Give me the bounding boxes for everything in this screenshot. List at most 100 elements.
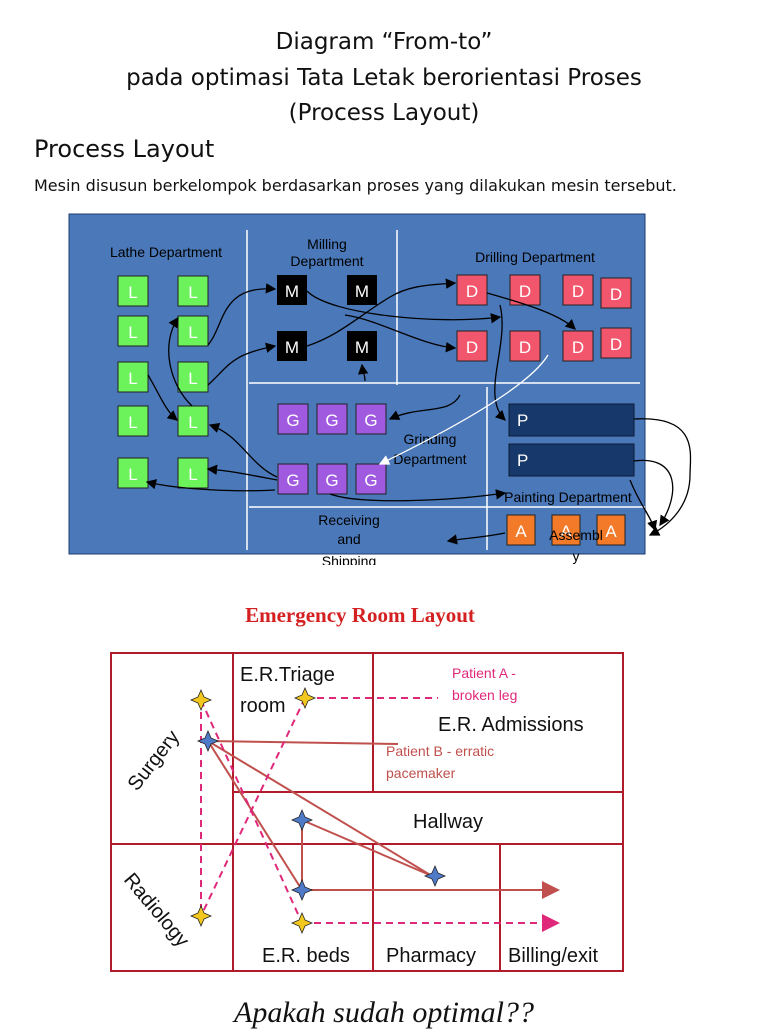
- drilling-machine: [456, 330, 488, 362]
- lathe-label: L: [188, 323, 197, 342]
- lathe-machine: [117, 405, 149, 437]
- room-billing: Billing/exit: [508, 945, 598, 967]
- flow-arrow: [633, 418, 692, 536]
- receiving-label-3: Shipping: [322, 553, 377, 565]
- milling-machine: [277, 331, 307, 361]
- grinding-label: G: [364, 471, 377, 490]
- room-beds: E.R. beds: [262, 945, 350, 967]
- assembly-machine: [596, 514, 626, 546]
- milling-label: M: [355, 338, 369, 357]
- flow-arrow: [388, 394, 461, 420]
- process-layout-diagram: Lathe Department Milling Department Dril…: [68, 213, 692, 565]
- drilling-machine: [600, 327, 632, 359]
- flow-arrow: [168, 316, 193, 407]
- factory-floor: [68, 213, 646, 555]
- lathe-machine: [117, 275, 149, 307]
- room-admissions: E.R. Admissions: [438, 714, 584, 736]
- grinding-label: G: [286, 471, 299, 490]
- assembly-label-2: y: [573, 548, 580, 564]
- receiving-label-1: Receiving: [318, 512, 379, 528]
- stop-marker-blue: [290, 808, 314, 832]
- drilling-machine: [509, 274, 541, 306]
- grinding-machine: [355, 463, 387, 495]
- patient-a-path: [200, 697, 560, 932]
- room-hallway: Hallway: [413, 811, 483, 833]
- stop-marker-blue: [196, 729, 220, 753]
- flow-arrow: [344, 314, 457, 353]
- lathe-machine: [117, 457, 149, 489]
- drilling-label: D: [519, 282, 531, 301]
- grinding-machine: [355, 403, 387, 435]
- painting-label: P: [517, 411, 528, 430]
- flow-arrow: [629, 479, 658, 532]
- lathe-label: L: [128, 465, 137, 484]
- assembly-label: A: [560, 522, 572, 541]
- lathe-label: L: [188, 283, 197, 302]
- milling-label: M: [285, 282, 299, 301]
- drilling-label: D: [466, 282, 478, 301]
- drilling-label: D: [572, 282, 584, 301]
- flow-arrow: [147, 374, 178, 421]
- grinding-label-2: Department: [393, 451, 466, 467]
- patient-b-label-2: pacemaker: [386, 765, 456, 781]
- milling-machine: [347, 275, 377, 305]
- er-walls: [110, 652, 624, 972]
- flow-arrows: [145, 278, 692, 545]
- assembly-machine: [551, 514, 581, 546]
- grinding-machine: [316, 403, 348, 435]
- room-radiology: Radiology: [119, 869, 193, 951]
- title-line-3: (Process Layout): [288, 100, 480, 126]
- flow-arrow: [486, 292, 576, 330]
- dividers: [246, 230, 645, 550]
- grinding-label: G: [325, 411, 338, 430]
- room-surgery: Surgery: [124, 726, 184, 795]
- grinding-machine: [316, 463, 348, 495]
- stop-marker-yellow: [293, 686, 317, 710]
- lathe-label: L: [128, 323, 137, 342]
- assembly-label: A: [515, 522, 527, 541]
- stop-marker-blue: [290, 878, 314, 902]
- drilling-machine: [562, 330, 594, 362]
- drilling-machine: [562, 274, 594, 306]
- flow-arrow: [357, 363, 369, 382]
- drilling-machine: [600, 277, 632, 309]
- flow-arrow: [633, 459, 674, 527]
- milling-label-2: Department: [290, 253, 363, 269]
- room-triage-2: room: [240, 695, 286, 717]
- flow-arrow: [446, 532, 506, 545]
- lathe-machine: [177, 315, 209, 347]
- stop-marker-yellow: [290, 911, 314, 935]
- section-heading: Process Layout: [34, 135, 215, 163]
- lathe-label: L: [188, 369, 197, 388]
- grinding-machine: [277, 463, 309, 495]
- patient-a-label-2: broken leg: [452, 687, 517, 703]
- milling-label: M: [355, 282, 369, 301]
- lathe-machine: [117, 361, 149, 393]
- patient-b-path: [207, 740, 560, 899]
- drilling-label: D: [519, 338, 531, 357]
- lathe-machine: [177, 405, 209, 437]
- footer-question: Apakah sudah optimal??: [234, 996, 534, 1029]
- flow-arrow: [306, 278, 457, 347]
- stop-marker-blue: [423, 864, 447, 888]
- patient-b-label-1: Patient B - erratic: [386, 743, 494, 759]
- er-layout-title: Emergency Room Layout: [245, 603, 475, 627]
- assembly-machines: [506, 514, 626, 546]
- drilling-machine: [509, 330, 541, 362]
- milling-label-1: Milling: [307, 236, 347, 252]
- lathe-department-label: Lathe Department: [110, 244, 222, 260]
- milling-machine: [347, 331, 377, 361]
- drilling-label: D: [466, 338, 478, 357]
- flow-arrow: [207, 342, 277, 386]
- title-line-2: pada optimasi Tata Letak berorientasi Pr…: [126, 65, 642, 91]
- grinding-machines: [277, 403, 387, 495]
- painting-label: P: [517, 451, 528, 470]
- milling-machines: [277, 275, 377, 361]
- lathe-machine: [177, 275, 209, 307]
- drilling-department-label: Drilling Department: [475, 249, 595, 265]
- grinding-label: G: [325, 471, 338, 490]
- stop-marker-yellow: [189, 904, 213, 928]
- room-triage-1: E.R.Triage: [240, 664, 335, 686]
- flow-arrow: [306, 290, 502, 324]
- painting-machine: [508, 403, 635, 437]
